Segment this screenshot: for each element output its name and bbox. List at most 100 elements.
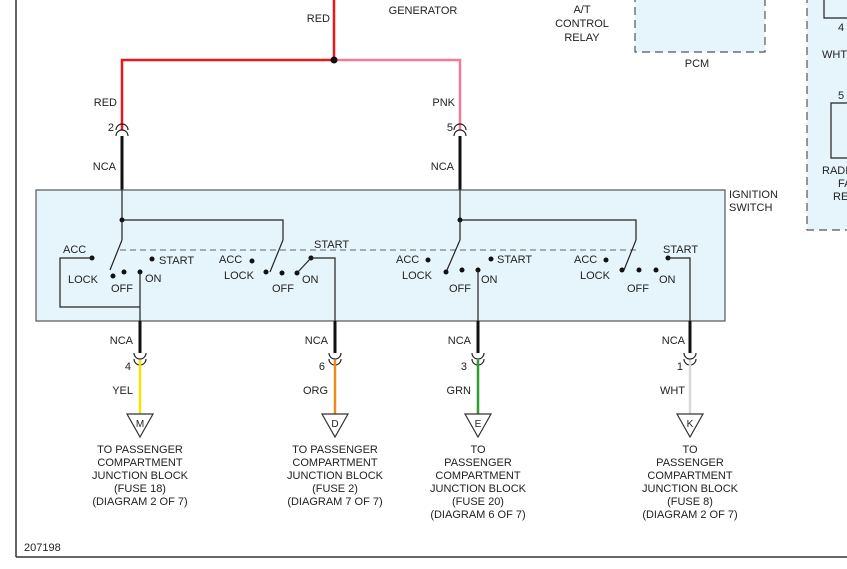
connector-k: [675, 413, 705, 439]
s4-on: ON: [659, 274, 676, 286]
right-wht-label: WHT: [822, 49, 847, 61]
out-d-line1: TO PASSENGER: [292, 444, 378, 456]
out-d-letter: D: [331, 419, 338, 430]
s2-acc: ACC: [219, 254, 242, 266]
right-inner-trace-top: [823, 0, 847, 19]
s2-start: START: [314, 239, 349, 251]
right-inner-trace-mid: [830, 102, 847, 159]
out-e-color: GRN: [447, 385, 472, 397]
s4-start: START: [663, 244, 698, 256]
out-k-line3: COMPARTMENT: [647, 470, 732, 482]
radiator-fan-relay-box: [806, 0, 847, 231]
top-red-label: RED: [307, 13, 330, 25]
out-e-pin: 3: [461, 361, 467, 373]
s2-on: ON: [302, 274, 319, 286]
out-k-color: WHT: [660, 385, 685, 397]
ignition-switch-box: [35, 189, 726, 322]
right-pin-5: 5: [838, 90, 844, 102]
ignition-title-line1: IGNITION: [729, 189, 778, 201]
s3-acc: ACC: [396, 254, 419, 266]
generator-label: GENERATOR: [389, 5, 458, 17]
out-d-line5: (DIAGRAM 7 OF 7): [287, 496, 382, 508]
diagram-code: 207198: [24, 542, 61, 554]
out-m-nca: NCA: [110, 335, 134, 347]
output-circuit-k: K NCA 1 WHT TO PASSENGER COMPARTMENT JUN…: [642, 321, 739, 521]
right-label-line1: RADI: [822, 165, 847, 177]
out-e-line1: TO: [470, 444, 486, 456]
s4-lock: LOCK: [580, 270, 611, 282]
upper-left-color: RED: [94, 97, 117, 109]
upper-left-connector: [115, 123, 129, 137]
out-d-pin: 6: [319, 361, 325, 373]
out-m-line3: JUNCTION BLOCK: [92, 470, 189, 482]
s3-start: START: [497, 254, 532, 266]
upper-right-pin: 5: [447, 122, 453, 134]
s2-off: OFF: [272, 283, 294, 295]
out-d-color: ORG: [303, 385, 328, 397]
red-branch-wire: [120, 58, 334, 130]
relay-label-line1: A/T: [573, 4, 590, 16]
s3-lock: LOCK: [402, 270, 433, 282]
left-bus: [121, 190, 284, 240]
s1-start: START: [159, 255, 194, 267]
out-k-line6: (DIAGRAM 2 OF 7): [642, 509, 737, 521]
s4-acc: ACC: [574, 254, 597, 266]
right-label-line3: RE: [833, 191, 847, 203]
out-e-line4: JUNCTION BLOCK: [430, 483, 527, 495]
s2-lock: LOCK: [224, 270, 255, 282]
out-k-line5: (FUSE 8): [667, 496, 713, 508]
connector-m: [125, 413, 155, 439]
out-e-letter: E: [475, 419, 482, 430]
out-e-line2: PASSENGER: [444, 457, 512, 469]
out-e-line6: (DIAGRAM 6 OF 7): [430, 509, 525, 521]
output-circuit-m: M NCA 4 YEL TO PASSENGER COMPARTMENT JUN…: [92, 321, 189, 508]
output-circuit-e: E NCA 3 GRN TO PASSENGER COMPARTMENT JUN…: [430, 321, 527, 521]
switch-section-1: ACC LOCK OFF ON START: [59, 239, 194, 321]
out-d-nca: NCA: [305, 335, 329, 347]
out-e-line3: COMPARTMENT: [435, 470, 520, 482]
out-e-line5: (FUSE 20): [452, 496, 504, 508]
out-k-letter: K: [687, 419, 694, 430]
out-m-letter: M: [136, 419, 144, 430]
connector-e: [463, 413, 493, 439]
pink-branch-wire: [334, 58, 462, 130]
right-label-line2: FA: [838, 178, 847, 190]
ignition-title-line2: SWITCH: [729, 202, 772, 214]
out-m-line4: (FUSE 18): [114, 483, 166, 495]
upper-right-color: PNK: [432, 97, 455, 109]
pcm-box: [634, 0, 766, 53]
relay-label-line2: CONTROL: [555, 18, 609, 30]
splice-dot: [330, 56, 338, 64]
out-m-pin: 4: [125, 361, 131, 373]
right-pin-4: 4: [838, 22, 844, 34]
out-m-color: YEL: [112, 385, 133, 397]
pcm-label: PCM: [685, 58, 709, 70]
upper-left-nca: NCA: [93, 161, 117, 173]
out-m-line5: (DIAGRAM 2 OF 7): [92, 496, 187, 508]
s1-on: ON: [145, 273, 162, 285]
s1-acc: ACC: [63, 244, 86, 256]
upper-right-connector: [453, 123, 467, 137]
upper-right-nca: NCA: [431, 161, 455, 173]
s1-off: OFF: [111, 283, 133, 295]
switch-section-2: ACC LOCK OFF ON START: [219, 239, 349, 321]
s4-off: OFF: [627, 283, 649, 295]
out-m-line2: COMPARTMENT: [97, 457, 182, 469]
out-k-line1: TO: [682, 444, 698, 456]
s3-off: OFF: [449, 283, 471, 295]
s3-on: ON: [481, 274, 498, 286]
out-e-nca: NCA: [448, 335, 472, 347]
switch-section-4: ACC LOCK OFF ON START: [574, 239, 698, 321]
out-k-nca: NCA: [662, 335, 686, 347]
out-k-pin: 1: [677, 361, 683, 373]
switch-section-3: ACC LOCK OFF ON START: [396, 239, 532, 321]
out-d-line4: (FUSE 2): [312, 483, 358, 495]
out-d-line3: JUNCTION BLOCK: [287, 470, 384, 482]
output-circuit-d: D NCA 6 ORG TO PASSENGER COMPARTMENT JUN…: [287, 321, 384, 508]
relay-label-line3: RELAY: [564, 32, 600, 44]
out-d-line2: COMPARTMENT: [292, 457, 377, 469]
upper-left-pin: 2: [108, 122, 114, 134]
out-k-line4: JUNCTION BLOCK: [642, 483, 739, 495]
right-bus: [459, 190, 637, 240]
